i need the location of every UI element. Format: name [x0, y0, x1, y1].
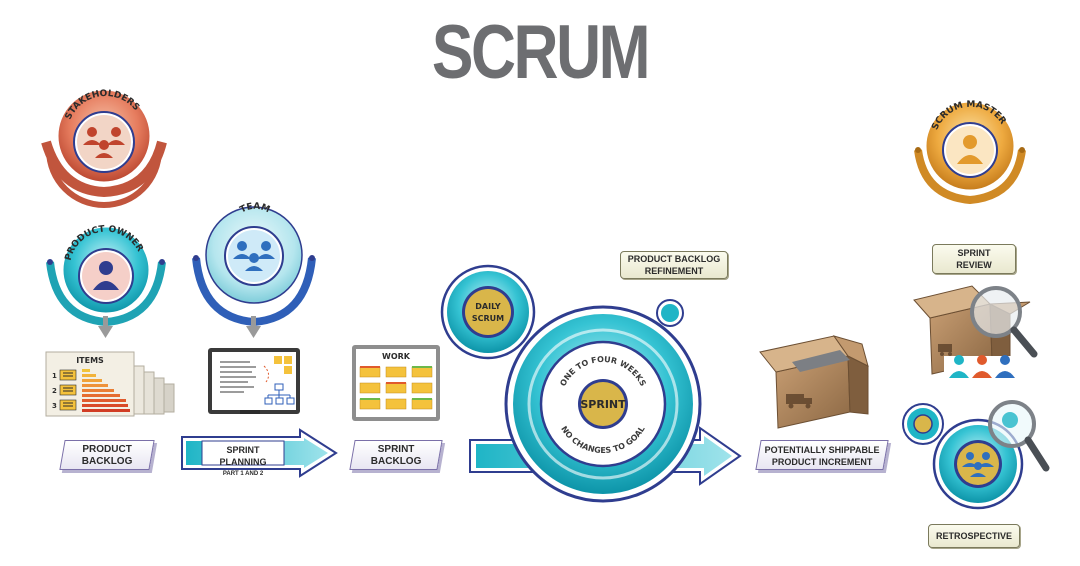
people-icon — [83, 127, 125, 158]
items-heading: ITEMS — [76, 356, 104, 365]
daily-scrum-line-1: DAILY — [475, 302, 501, 311]
retrospective-small-circle — [902, 403, 944, 445]
team-down-arrow — [246, 316, 261, 338]
item-number-2: 2 — [52, 387, 57, 395]
sprint-planning-arrow — [181, 428, 338, 478]
scrum-master-badge — [914, 99, 1026, 205]
review-people-icon — [944, 355, 1020, 378]
review-magnifier-icon — [970, 286, 1038, 358]
team-people-icon — [233, 241, 275, 271]
priority-bars — [82, 369, 130, 412]
refinement-dot — [656, 299, 684, 327]
product-backlog-stack: ITEMS 1 2 3 — [45, 351, 175, 417]
sprint-planning-sublabel: PART 1 AND 2 — [222, 471, 264, 477]
retrospective-label: RETROSPECTIVE — [928, 524, 1020, 548]
sprint-cycle — [504, 305, 702, 503]
work-heading: WORK — [382, 352, 411, 361]
po-down-arrow — [98, 316, 113, 338]
planning-whiteboard — [208, 348, 300, 414]
org-chart-icon — [264, 383, 295, 405]
item-number-1: 1 — [52, 372, 57, 380]
daily-scrum-line-2: SCRUM — [472, 314, 504, 323]
retrospective-magnifier-icon — [988, 400, 1050, 472]
backlog-item-cards — [59, 369, 77, 411]
product-owner-badge — [46, 224, 166, 327]
daily-scrum-circle — [440, 264, 536, 360]
retrospective-people-icon — [962, 452, 994, 477]
refinement-label: PRODUCT BACKLOG REFINEMENT — [620, 251, 728, 279]
item-number-3: 3 — [52, 402, 57, 410]
work-board: WORK — [352, 345, 440, 421]
team-badge — [192, 206, 316, 327]
truck-icon — [786, 394, 812, 409]
sprint-planning-label: SPRINT PLANNING PART 1 AND 2 — [202, 444, 284, 477]
sprint-label: SPRINT — [580, 398, 626, 411]
person-icon — [93, 261, 119, 290]
stakeholders-badge — [41, 87, 167, 208]
scrum-master-person-icon — [957, 135, 983, 164]
team-label: TEAM — [238, 202, 271, 216]
page-title: SCRUM — [431, 10, 651, 95]
sprint-review-label: SPRINT REVIEW — [932, 244, 1016, 274]
increment-box-icon — [759, 335, 869, 429]
